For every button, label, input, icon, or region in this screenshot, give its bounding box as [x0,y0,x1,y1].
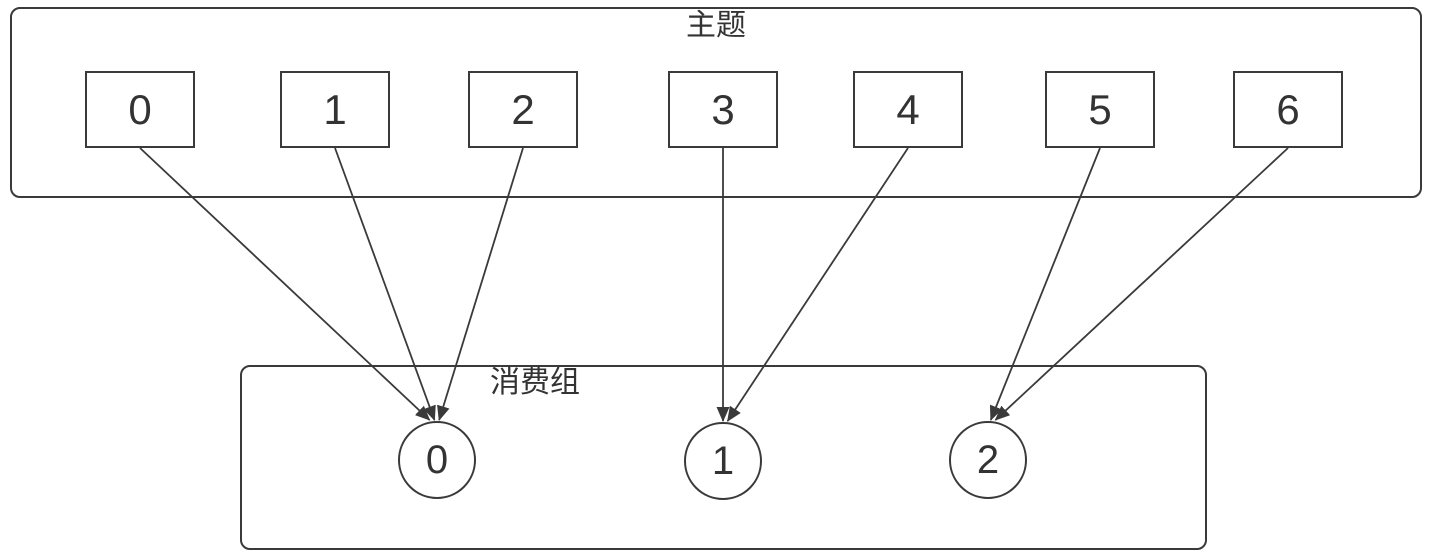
partition-box-5: 5 [1045,71,1155,148]
partition-box-1: 1 [280,71,390,148]
partition-box-0: 0 [85,71,195,148]
topic-title: 主题 [686,9,746,42]
partition-box-4: 4 [853,71,963,148]
consumer-circle-1: 1 [684,422,762,500]
partition-box-2: 2 [468,71,578,148]
consumer-group-title: 消费组 [490,366,580,399]
partition-box-3: 3 [668,71,778,148]
partition-box-6: 6 [1233,71,1343,148]
consumer-circle-2: 2 [949,421,1027,499]
consumer-circle-0: 0 [398,421,476,499]
